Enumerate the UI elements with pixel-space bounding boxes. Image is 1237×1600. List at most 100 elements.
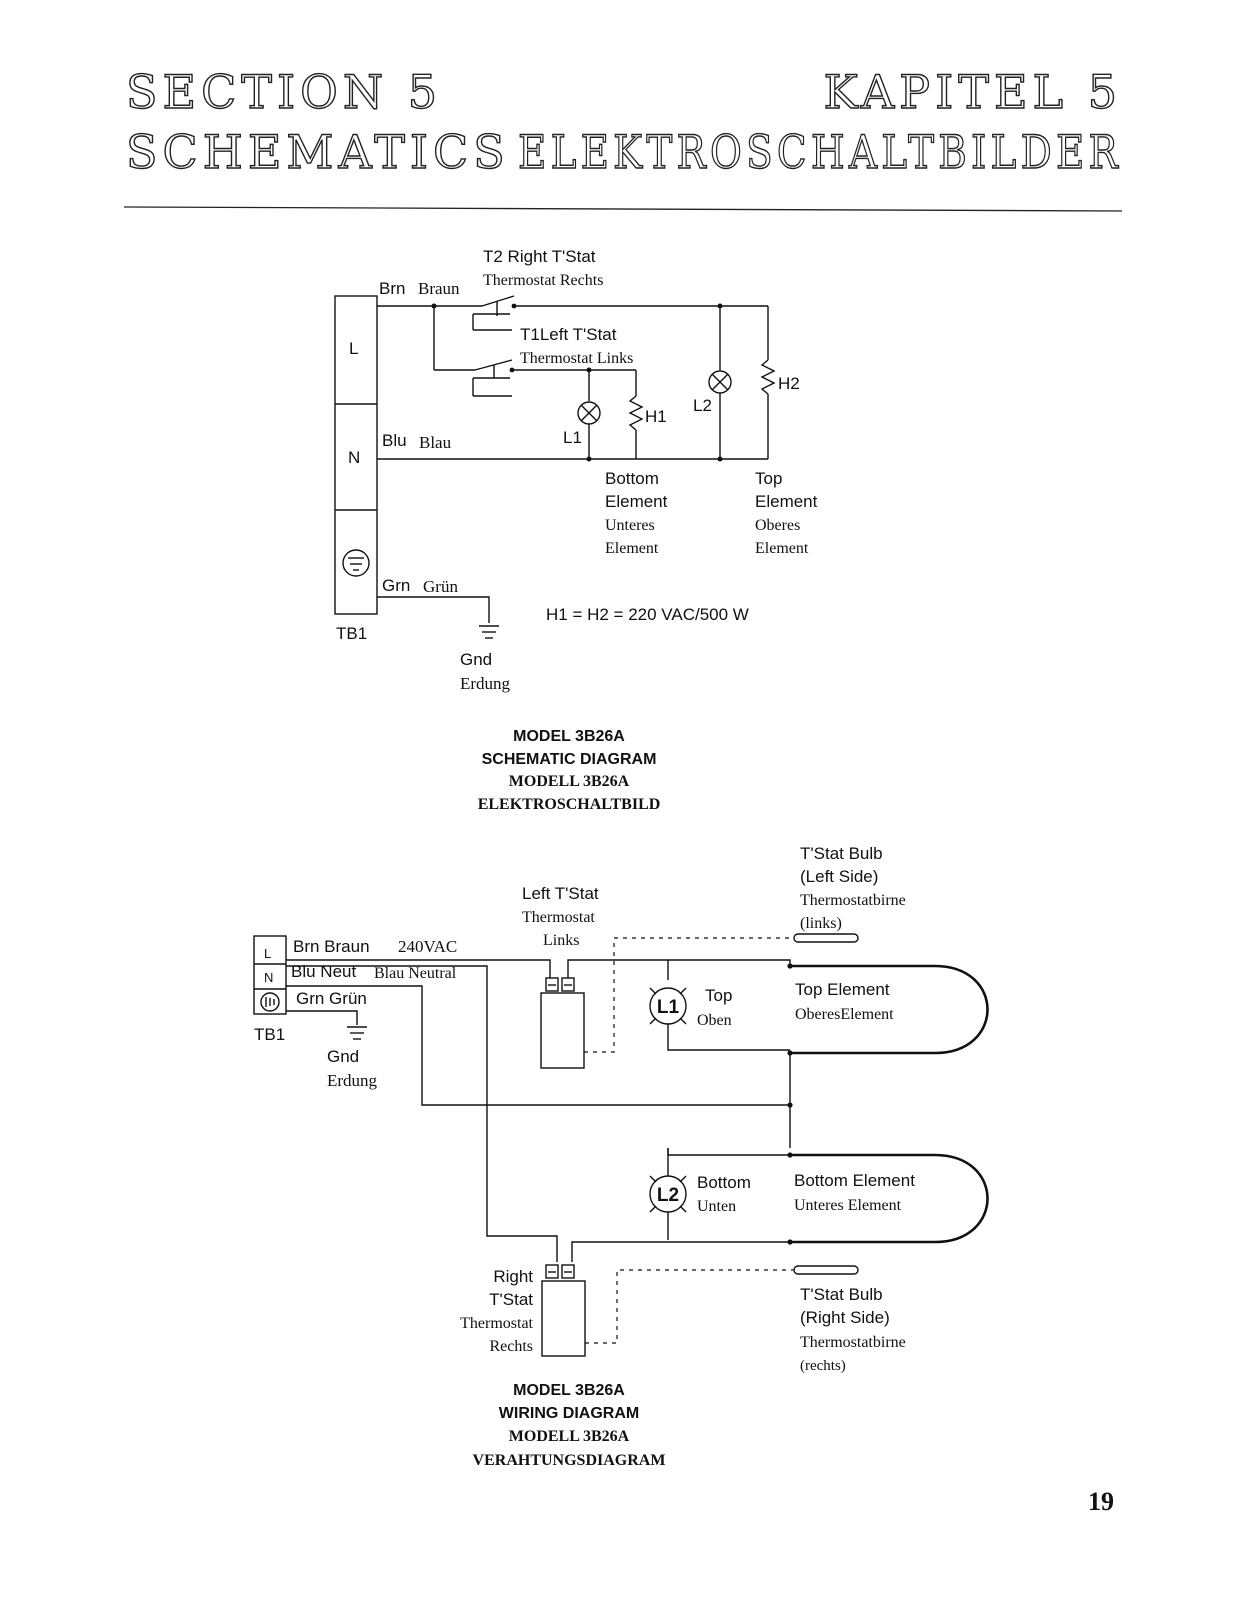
right-tstat-output-wire bbox=[571, 1241, 790, 1262]
chapter-title-de: ELEKTROSCHALTBILDER bbox=[518, 125, 1122, 179]
schematic-caption: SCHEMATIC DIAGRAM bbox=[482, 751, 657, 768]
terminal-n-label: N bbox=[348, 448, 360, 467]
blue-wire-label: Blu bbox=[382, 431, 407, 450]
left-tstat-output-wire bbox=[567, 959, 791, 978]
l2-wire bbox=[667, 1148, 790, 1156]
bottom-element-label-de: Unteres bbox=[605, 517, 655, 534]
l2-lamp-icon: L2 bbox=[649, 1175, 687, 1213]
right-tstat-label-de: Rechts bbox=[489, 1338, 533, 1355]
h2-heater-resistor-icon bbox=[760, 359, 776, 395]
earth-ground-icon bbox=[347, 1026, 367, 1040]
brown-wire-label: Brn bbox=[379, 279, 405, 298]
l1-lamp-icon: L1 bbox=[649, 987, 687, 1025]
bottom-heating-element bbox=[790, 1153, 989, 1244]
left-tstat-label-de: Links bbox=[543, 932, 579, 949]
right-thermostat-icon bbox=[541, 1264, 586, 1357]
bottom-element-label-de: Element bbox=[605, 540, 659, 557]
schematic-caption: MODEL 3B26A bbox=[513, 728, 625, 745]
chapter-title-en: SCHEMATICS bbox=[126, 125, 510, 179]
bulb-right-label-de: (rechts) bbox=[800, 1358, 846, 1374]
left-tstat-bulb-icon bbox=[793, 933, 859, 943]
junction-dot bbox=[717, 456, 723, 462]
header-rule bbox=[123, 206, 1123, 212]
ground-label: Gnd bbox=[460, 650, 492, 669]
top-element-label-de: Oberes bbox=[755, 517, 800, 534]
bulb-right-label: T'Stat Bulb bbox=[800, 1285, 883, 1304]
l2-label-de: Unten bbox=[697, 1198, 736, 1215]
l2-lamp-label: L2 bbox=[657, 1185, 679, 1206]
terminal-n-label: N bbox=[264, 970, 273, 985]
left-tstat-label: Left T'Stat bbox=[522, 884, 599, 903]
neutral-wire bbox=[286, 965, 558, 1262]
h1-heater-resistor-icon bbox=[628, 395, 644, 431]
bottom-element-label: Bottom bbox=[605, 469, 659, 488]
top-element-label: Element bbox=[755, 492, 818, 511]
terminal-l-label: L bbox=[264, 946, 271, 961]
brown-wire-label-de: Braun bbox=[418, 279, 460, 298]
top-heating-element bbox=[790, 964, 989, 1055]
t1-label: T1Left T'Stat bbox=[520, 325, 617, 344]
section-title-en: SECTION 5 bbox=[126, 65, 442, 119]
green-wire-label-de: Grün bbox=[423, 577, 458, 596]
blue-wire-label-de: Blau Neutral bbox=[374, 965, 457, 982]
ground-symbol-icon bbox=[342, 549, 370, 577]
junction-dot bbox=[787, 1050, 793, 1056]
bulb-left-label-de: Thermostatbirne bbox=[800, 892, 906, 909]
bulb-left-label-de: (links) bbox=[800, 915, 842, 932]
ground-wire bbox=[377, 596, 490, 623]
t2-thermostat-switch-icon bbox=[472, 295, 517, 331]
top-element-label-de: OberesElement bbox=[795, 1006, 894, 1023]
right-tstat-bulb-icon bbox=[793, 1265, 859, 1275]
left-thermostat-icon bbox=[540, 977, 585, 1069]
schematic-caption: MODELL 3B26A bbox=[509, 773, 630, 790]
right-tstat-label-de: Thermostat bbox=[460, 1315, 533, 1332]
schematic-diagram: L N TB1 Brn Braun T2 Right T'Stat Thermo… bbox=[334, 247, 818, 813]
wiring-caption: VERAHTUNGSDIAGRAM bbox=[473, 1452, 666, 1469]
wiring-diagram: L N TB1 Brn Braun 240VAC Blu Neut Blau N… bbox=[253, 844, 989, 1469]
brown-wire-label: Brn Braun bbox=[293, 937, 370, 956]
schematic-caption: ELEKTROSCHALTBILD bbox=[478, 796, 661, 813]
t2-label-de: Thermostat Rechts bbox=[483, 272, 603, 289]
junction-dot bbox=[586, 456, 592, 462]
element-common-wire bbox=[286, 985, 790, 1106]
wiring-caption: MODEL 3B26A bbox=[513, 1382, 625, 1399]
heater-spec: H1 = H2 = 220 VAC/500 W bbox=[546, 605, 749, 624]
t1-thermostat-switch-icon bbox=[472, 359, 515, 397]
left-capillary-tube bbox=[584, 937, 794, 1053]
l2-lamp-icon bbox=[708, 370, 732, 394]
l1-label-de: Oben bbox=[697, 1012, 732, 1029]
ground-wire bbox=[286, 1010, 358, 1025]
header: SECTION 5 SCHEMATICS KAPITEL 5 ELEKTROSC… bbox=[123, 64, 1123, 212]
green-wire-label: Grn Grün bbox=[296, 989, 367, 1008]
ground-label-de: Erdung bbox=[460, 674, 511, 693]
green-wire-label: Grn bbox=[382, 576, 410, 595]
l1-label: Top bbox=[705, 986, 732, 1005]
right-tstat-label: Right bbox=[493, 1267, 533, 1286]
junction-dot bbox=[431, 303, 437, 309]
l2-label: L2 bbox=[693, 396, 712, 415]
blue-wire-label-de: Blau bbox=[419, 433, 452, 452]
bulb-right-label: (Right Side) bbox=[800, 1308, 890, 1327]
l1-lamp-label: L1 bbox=[657, 997, 680, 1018]
bottom-element-label: Element bbox=[605, 492, 668, 511]
terminal-block-tb1 bbox=[253, 935, 287, 1015]
l1-label: L1 bbox=[563, 428, 582, 447]
ground-label: Gnd bbox=[327, 1047, 359, 1066]
voltage-label: 240VAC bbox=[398, 937, 457, 956]
h2-label: H2 bbox=[778, 374, 800, 393]
terminal-block-tb1 bbox=[334, 295, 378, 615]
bulb-left-label: T'Stat Bulb bbox=[800, 844, 883, 863]
blue-wire-label: Blu Neut bbox=[291, 962, 356, 981]
bulb-left-label: (Left Side) bbox=[800, 867, 878, 886]
t2-label: T2 Right T'Stat bbox=[483, 247, 596, 266]
top-element-label: Top bbox=[755, 469, 782, 488]
brown-wire bbox=[286, 959, 551, 978]
ground-label-de: Erdung bbox=[327, 1071, 378, 1090]
top-element-label: Top Element bbox=[795, 980, 890, 999]
left-tstat-label-de: Thermostat bbox=[522, 909, 595, 926]
wiring-caption: WIRING DIAGRAM bbox=[499, 1405, 639, 1422]
right-tstat-label: T'Stat bbox=[489, 1290, 533, 1309]
l1-lamp-icon bbox=[577, 401, 601, 425]
